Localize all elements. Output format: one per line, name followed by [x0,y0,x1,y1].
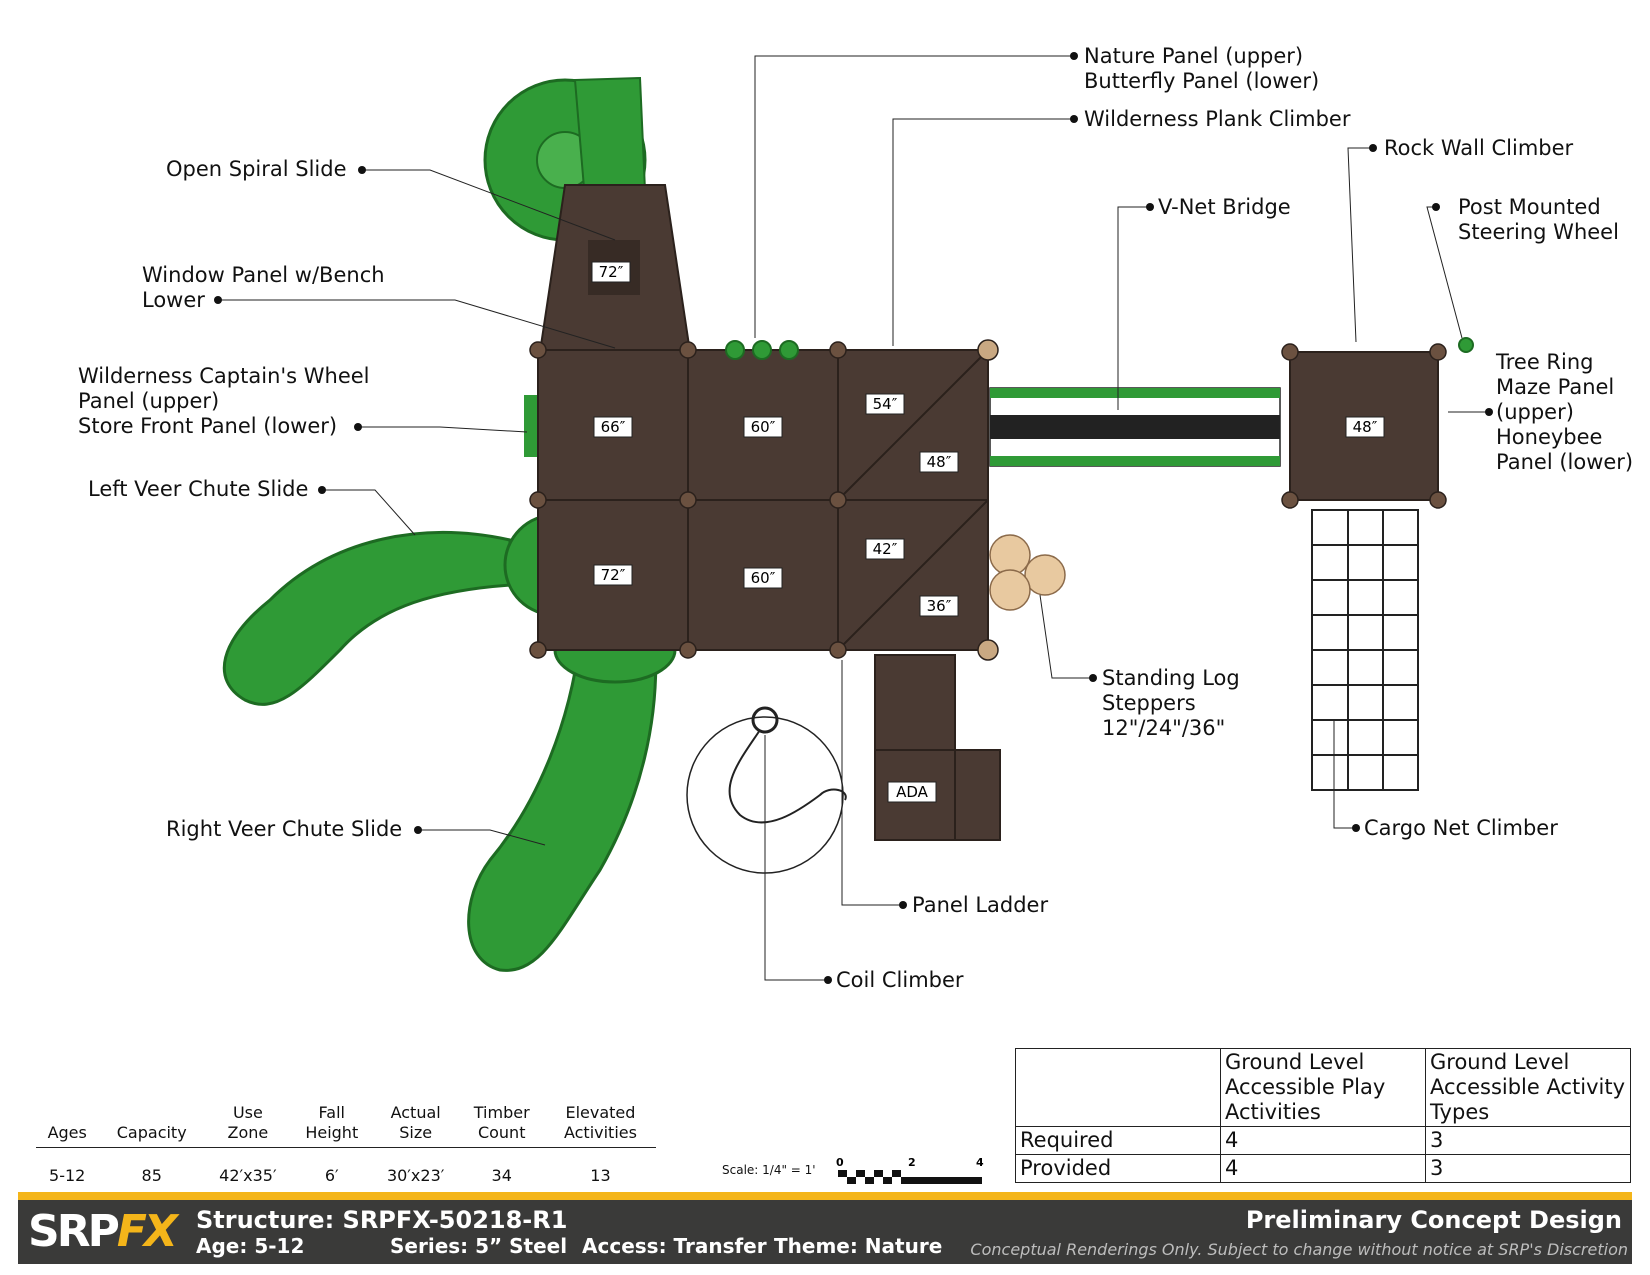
svg-text:60″: 60″ [751,418,776,436]
svg-text:36″: 36″ [927,597,952,615]
stat-value: 30′x23′ [386,1166,445,1185]
callout-plank-climber: Wilderness Plank Climber [1084,107,1351,131]
right-veer-chute-slide [467,638,658,972]
accessibility-table: Ground Level Accessible Play Activities … [1015,1048,1631,1183]
accessibility-cell: 4 [1220,1154,1426,1183]
site-plan: 72″ 66″ 60″ 54″ 48″ 72″ 60″ 42″ 36″ 48″ … [214,52,1493,984]
scale-mark: 0 [836,1156,844,1169]
stat-value: 34 [491,1166,512,1185]
callout-nature-panel: Nature Panel (upper) Butterfly Panel (lo… [1084,44,1320,93]
svg-text:72″: 72″ [599,263,624,281]
callout-rock-wall: Rock Wall Climber [1384,136,1574,160]
stat-value: 85 [141,1166,162,1185]
callout-vnet-bridge: V-Net Bridge [1158,195,1291,219]
captains-wheel-panel [524,395,540,457]
deck-height-label: 36″ [919,595,959,617]
stat-header: Ages [36,1103,99,1148]
accessibility-row-label: Required [1015,1126,1221,1155]
left-veer-chute-slide [222,531,512,706]
srpfx-logo: SRPFX [28,1206,178,1257]
access-type: Access: Transfer [582,1234,767,1258]
stat-value: 6′ [324,1166,339,1185]
deck-height-label: 48″ [1345,416,1385,438]
nature-panels [725,340,799,360]
svg-text:48″: 48″ [927,453,952,471]
deck-height-label: 66″ [593,416,633,438]
svg-text:42″: 42″ [873,540,898,558]
posts [1281,343,1447,509]
callout-window-panel: Window Panel w/Bench Lower [142,263,385,312]
transfer-step [954,749,1001,841]
v-net-bridge [989,387,1281,467]
callout-steering-wheel: Post Mounted Steering Wheel [1458,195,1619,244]
steering-wheel-icon [1458,337,1474,353]
callout-cargo-net: Cargo Net Climber [1364,816,1558,840]
coil-climber [728,729,847,824]
callout-captains-wheel: Wilderness Captain's Wheel Panel (upper)… [78,364,370,438]
disclaimer: Conceptual Renderings Only. Subject to c… [970,1240,1628,1259]
standing-log-steppers [989,534,1066,611]
deck-height-label: 72″ [593,564,633,586]
deck-height-label: 60″ [743,416,783,438]
svg-text:54″: 54″ [873,395,898,413]
stat-header: Elevated Activities [544,1103,656,1148]
callout-right-veer: Right Veer Chute Slide [166,817,403,841]
stat-value: 42′x35′ [219,1166,277,1185]
stat-header: Use Zone [205,1103,291,1148]
scale-label: Scale: 1/4" = 1' [722,1163,816,1177]
deck-height-label: 54″ [865,393,905,415]
stat-header: Actual Size [372,1103,459,1148]
stat-header: Timber Count [458,1103,545,1148]
scale-bar: 0 2 4 [836,1156,984,1184]
accessibility-cell: 4 [1220,1126,1426,1155]
accessibility-cell: 3 [1425,1154,1631,1183]
svg-text:48″: 48″ [1353,418,1378,436]
callout-coil-climber: Coil Climber [836,968,964,992]
structure-id: Structure: SRPFX-50218-R1 [196,1206,568,1234]
stat-value: 13 [590,1166,611,1185]
design-status-title: Preliminary Concept Design [1245,1206,1622,1234]
accessibility-corner [1015,1048,1221,1127]
age-range: Age: 5-12 [196,1234,305,1258]
coil-climber-top [751,706,779,734]
deck-height-labels: 72″ 66″ 60″ 54″ 48″ 72″ 60″ 42″ 36″ 48″ … [591,261,1385,803]
stat-header: Fall Height [290,1103,373,1148]
title-block: SRPFX Structure: SRPFX-50218-R1 Age: 5-1… [18,1200,1632,1264]
leader-lines [218,55,1489,981]
theme: Theme: Nature [774,1234,943,1258]
series: Series: 5” Steel [390,1234,568,1258]
stat-header: Capacity [98,1103,206,1148]
accessibility-col-types: Ground Level Accessible Activity Types [1425,1048,1631,1127]
accessibility-row-label: Provided [1015,1154,1221,1183]
stat-value: 5-12 [49,1166,86,1185]
deck-height-label: 60″ [743,567,783,589]
callout-open-spiral-slide: Open Spiral Slide [166,157,347,181]
svg-text:60″: 60″ [751,569,776,587]
leader-dots [214,52,1493,984]
svg-text:66″: 66″ [601,418,626,436]
svg-text:ADA: ADA [896,783,929,801]
callout-tree-ring: Tree Ring Maze Panel (upper) Honeybee Pa… [1496,350,1634,474]
accessibility-col-play: Ground Level Accessible Play Activities [1220,1048,1426,1127]
scale-mark: 2 [908,1156,916,1169]
callout-panel-ladder: Panel Ladder [912,893,1049,917]
callout-left-veer: Left Veer Chute Slide [88,477,309,501]
deck-height-label: 72″ [591,261,631,283]
posts [529,339,999,661]
structure-stats: Ages Capacity Use Zone Fall Height Actua… [36,1103,656,1186]
deck-height-label: ADA [887,781,937,803]
svg-text:72″: 72″ [601,566,626,584]
deck-height-label: 42″ [865,538,905,560]
scale-mark: 4 [976,1156,984,1169]
callout-log-steppers: Standing Log Steppers 12"/24"/36" [1102,666,1240,740]
cargo-net-climber [1311,509,1419,791]
footer-accent-bar [18,1192,1632,1200]
accessibility-cell: 3 [1425,1126,1631,1155]
deck-height-label: 48″ [919,451,959,473]
panel-ladder [874,654,956,751]
